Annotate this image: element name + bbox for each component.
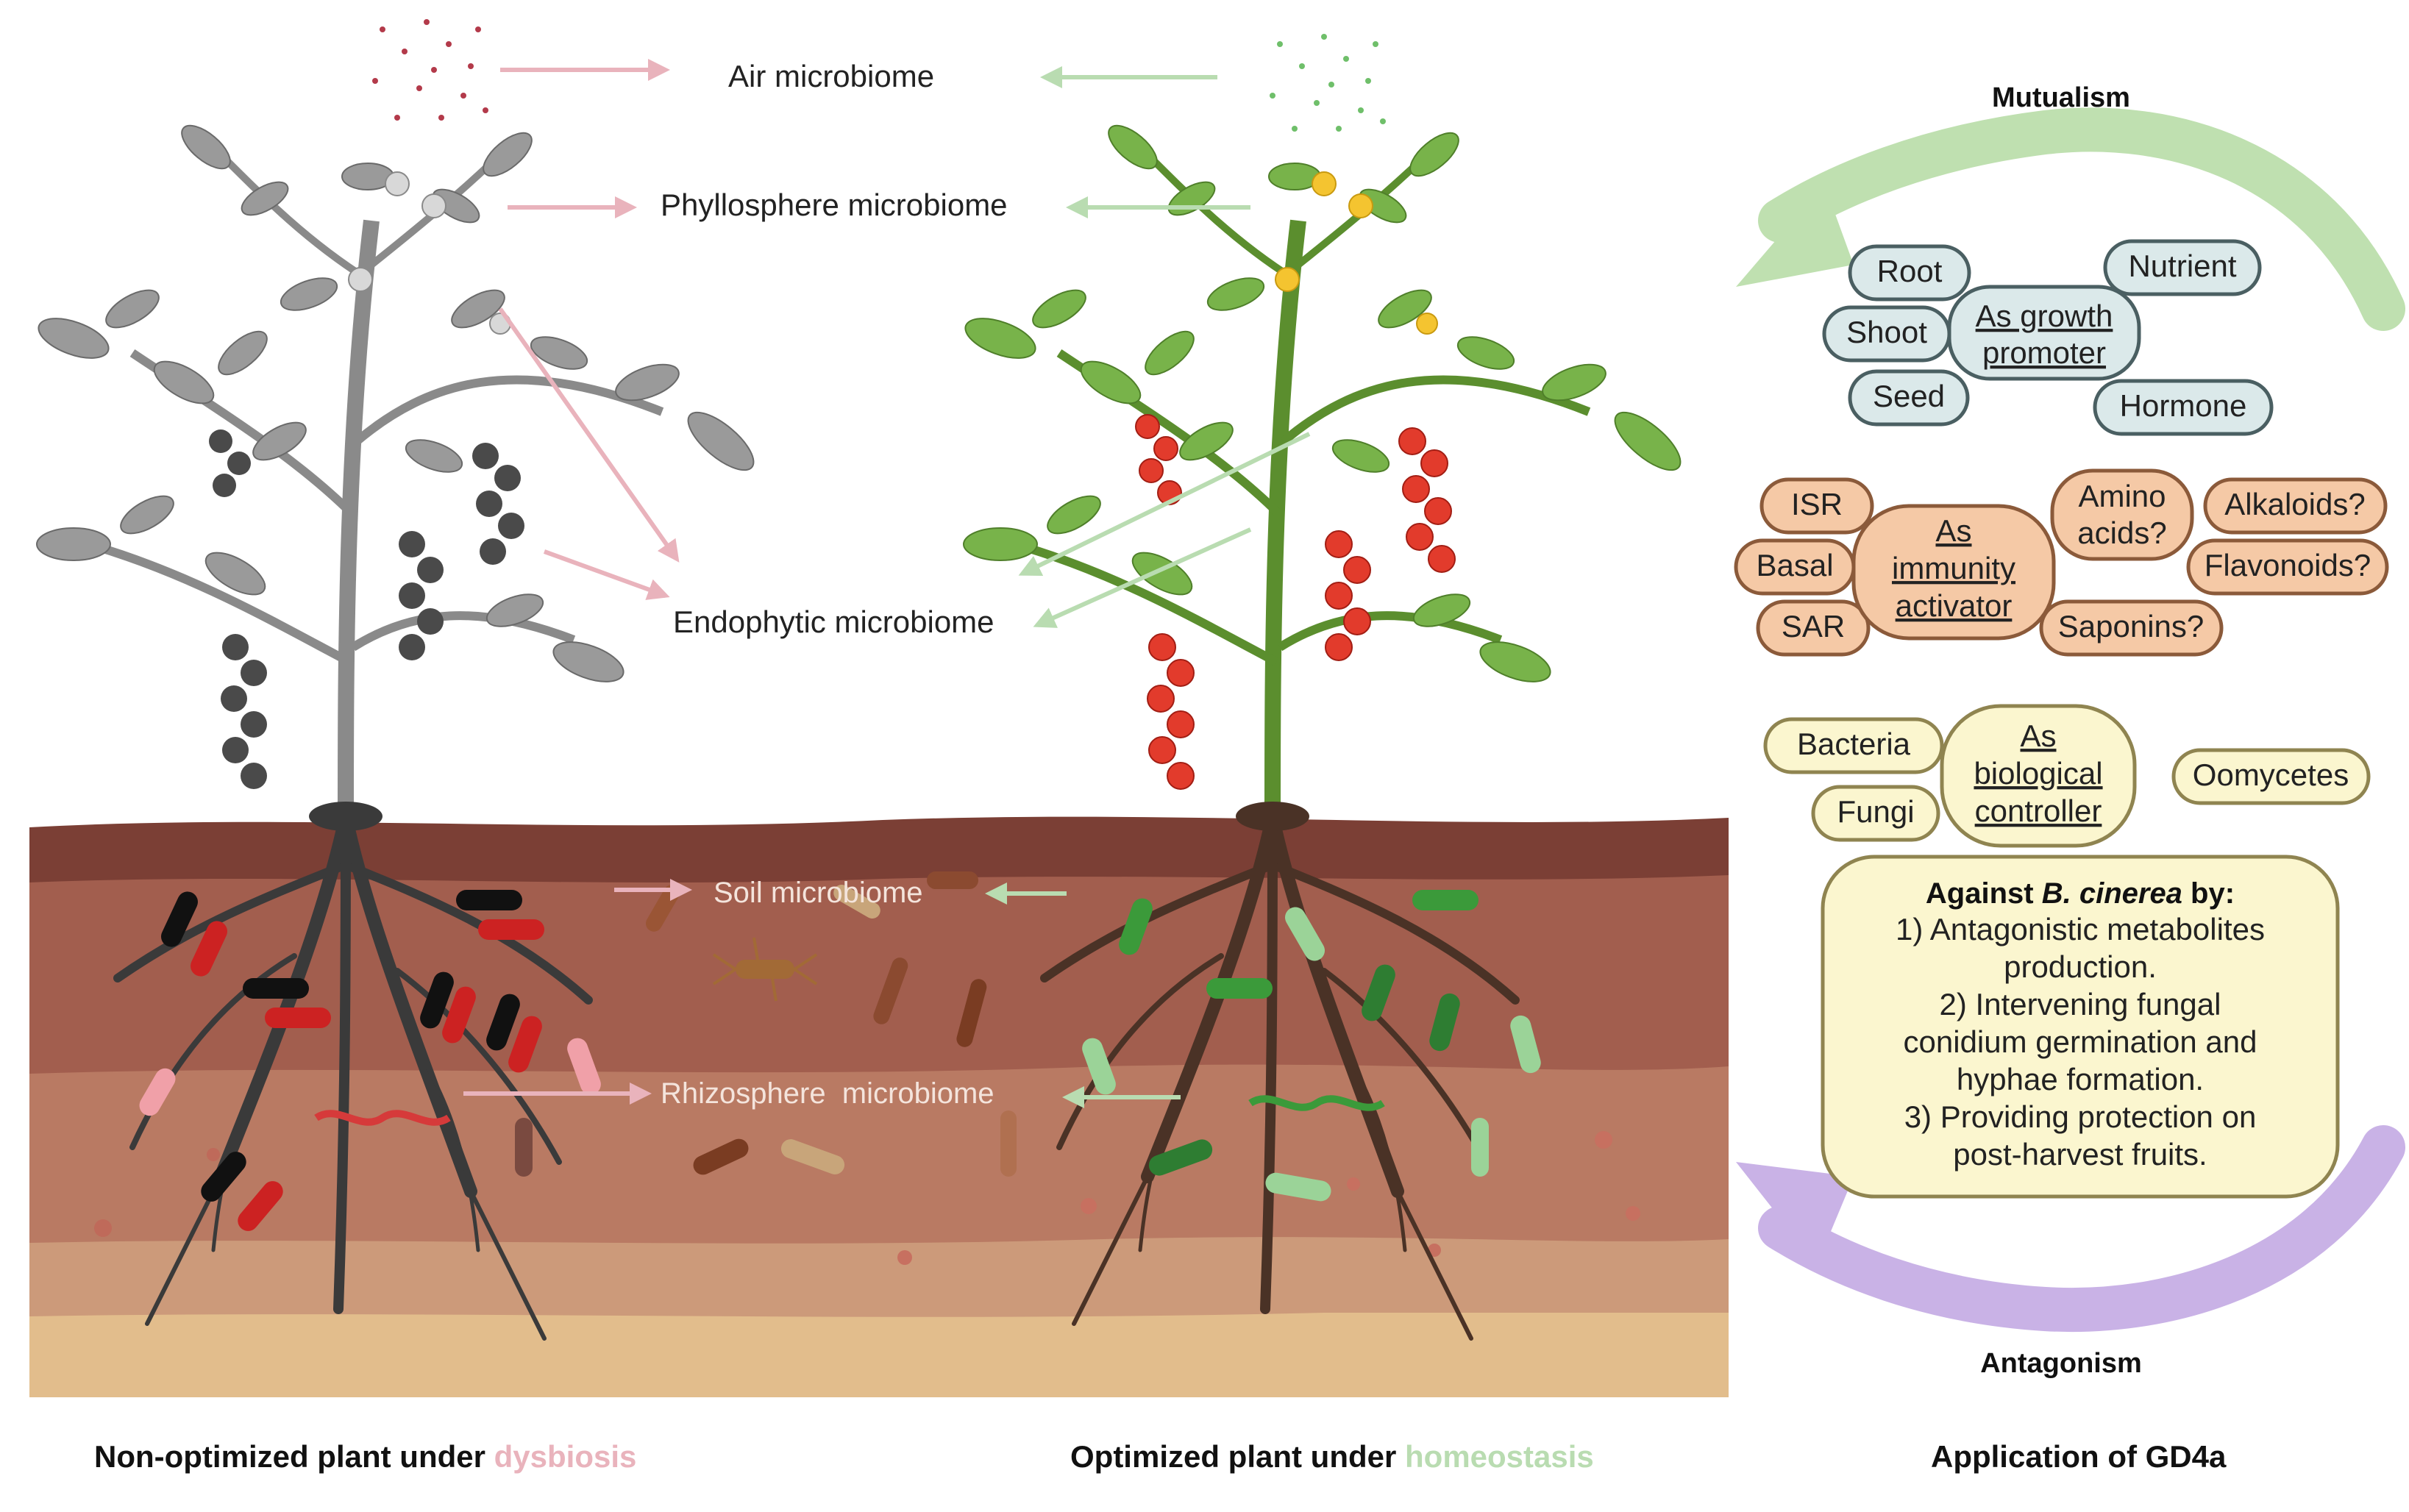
immunity-basal-text: Basal: [1756, 548, 1833, 582]
immunity-sar-text: SAR: [1782, 609, 1845, 643]
caption-homeostasis: homeostasis: [1405, 1439, 1594, 1474]
against-box-frame: [1821, 855, 2340, 1199]
against-line-7: post-harvest fruits.: [1953, 1137, 2207, 1172]
biocontrol-bacteria-pill: [1763, 717, 1944, 774]
immunity-amino-line2: acids?: [2077, 516, 2166, 550]
air-particles-dysbiosis: [372, 19, 488, 121]
immunity-amino-line1: Amino: [2078, 479, 2166, 513]
immunity-isr-pill: [1759, 477, 1874, 535]
growth-promoter-cluster: Root Nutrient Shoot As growth promoter S…: [1822, 239, 2274, 436]
caption-optimized: Optimized plant under homeostasis: [1070, 1439, 1594, 1474]
immunity-center-line3: activator: [1896, 588, 2013, 623]
immunity-isr-text: ISR: [1791, 487, 1843, 521]
immunity-saponins-text: Saponins?: [2058, 609, 2205, 643]
mutualism-arrow: [1736, 107, 2405, 331]
optimized-plant: [963, 124, 1682, 1341]
microbiome-arrows: [463, 59, 1311, 1108]
immunity-center-pill: [1851, 504, 2056, 641]
growth-root-pill: [1848, 244, 1971, 302]
rhizosphere-microbiome-label: Rhizosphere microbiome: [661, 1077, 994, 1110]
against-title-species: B. cinerea: [2042, 877, 2182, 910]
against-line-3: 2) Intervening fungal: [1940, 987, 2221, 1021]
caption-non-optimized: Non-optimized plant under dysbiosis: [94, 1439, 636, 1474]
immunity-center-line2: immunity: [1892, 551, 2015, 585]
growth-shoot-text: Shoot: [1846, 315, 1927, 349]
non-optimized-plant: [36, 124, 755, 1341]
biocontrol-fungi-text: Fungi: [1837, 794, 1914, 829]
biocontrol-center-pill: [1940, 704, 2137, 848]
biological-controller-cluster: Bacteria Fungi As biological controller …: [1763, 704, 2371, 848]
caption-application: Application of GD4a: [1931, 1439, 2227, 1474]
biocontrol-center-line3: controller: [1975, 794, 2102, 828]
air-microbiome-label: Air microbiome: [728, 59, 934, 93]
caption-optimized-prefix: Optimized plant under: [1070, 1439, 1405, 1474]
growth-seed-pill: [1848, 369, 1970, 427]
immunity-activator-cluster: ISR Basal SAR As immunity activator Amin…: [1734, 468, 2389, 657]
biocontrol-oomycetes-pill: [2171, 748, 2371, 805]
against-line-5: hyphae formation.: [1957, 1062, 2204, 1096]
growth-seed-text: Seed: [1873, 379, 1945, 413]
against-line-2: production.: [2004, 949, 2157, 984]
against-line-1: 1) Antagonistic metabolites: [1896, 912, 2265, 946]
immunity-sar-pill: [1756, 599, 1871, 657]
endophytic-microbiome-label: Endophytic microbiome: [673, 605, 994, 639]
growth-center-line2: promoter: [1982, 335, 2106, 370]
growth-nutrient-pill: [2103, 239, 2262, 296]
growth-hormone-pill: [2093, 379, 2274, 436]
phyllosphere-microbiome-label: Phyllosphere microbiome: [661, 188, 1008, 222]
immunity-center-line1: As: [1935, 513, 1971, 548]
immunity-flavonoids-pill: [2186, 538, 2389, 596]
against-cinerea-box: Against B. cinerea by: 1) Antagonistic m…: [1821, 855, 2340, 1199]
immunity-saponins-pill: [2039, 599, 2224, 657]
caption-non-optimized-prefix: Non-optimized plant under: [94, 1439, 494, 1474]
soil-microbiome-label: Soil microbiome: [714, 877, 923, 909]
against-title: Against B. cinerea by:: [1926, 877, 2235, 910]
antagonism-label: Antagonism: [1980, 1348, 2142, 1379]
growth-nutrient-text: Nutrient: [2128, 249, 2236, 283]
immunity-amino-pill: [2050, 468, 2194, 561]
immunity-alkaloids-pill: [2203, 477, 2388, 535]
immunity-flavonoids-text: Flavonoids?: [2205, 548, 2371, 582]
against-line-4: conidium germination and: [1904, 1024, 2257, 1059]
biocontrol-fungi-pill: [1811, 785, 1940, 842]
mutualism-label: Mutualism: [1992, 82, 2130, 113]
biocontrol-bacteria-text: Bacteria: [1797, 727, 1911, 761]
immunity-alkaloids-text: Alkaloids?: [2224, 487, 2365, 521]
air-particles-homeostasis: [1270, 34, 1386, 132]
biocontrol-center-line2: biological: [1974, 756, 2102, 791]
against-title-suffix: by:: [2182, 877, 2235, 910]
biocontrol-center-line1: As: [2020, 718, 2056, 753]
growth-center-pill: [1947, 285, 2141, 381]
antagonism-arrow: [1736, 1125, 2405, 1333]
growth-center-line1: As growth: [1976, 299, 2113, 333]
growth-root-text: Root: [1877, 254, 1943, 288]
against-title-prefix: Against: [1926, 877, 2042, 910]
growth-hormone-text: Hormone: [2120, 388, 2247, 423]
caption-dysbiosis: dysbiosis: [494, 1439, 637, 1474]
biocontrol-oomycetes-text: Oomycetes: [2193, 757, 2349, 792]
against-line-6: 3) Providing protection on: [1904, 1099, 2257, 1134]
